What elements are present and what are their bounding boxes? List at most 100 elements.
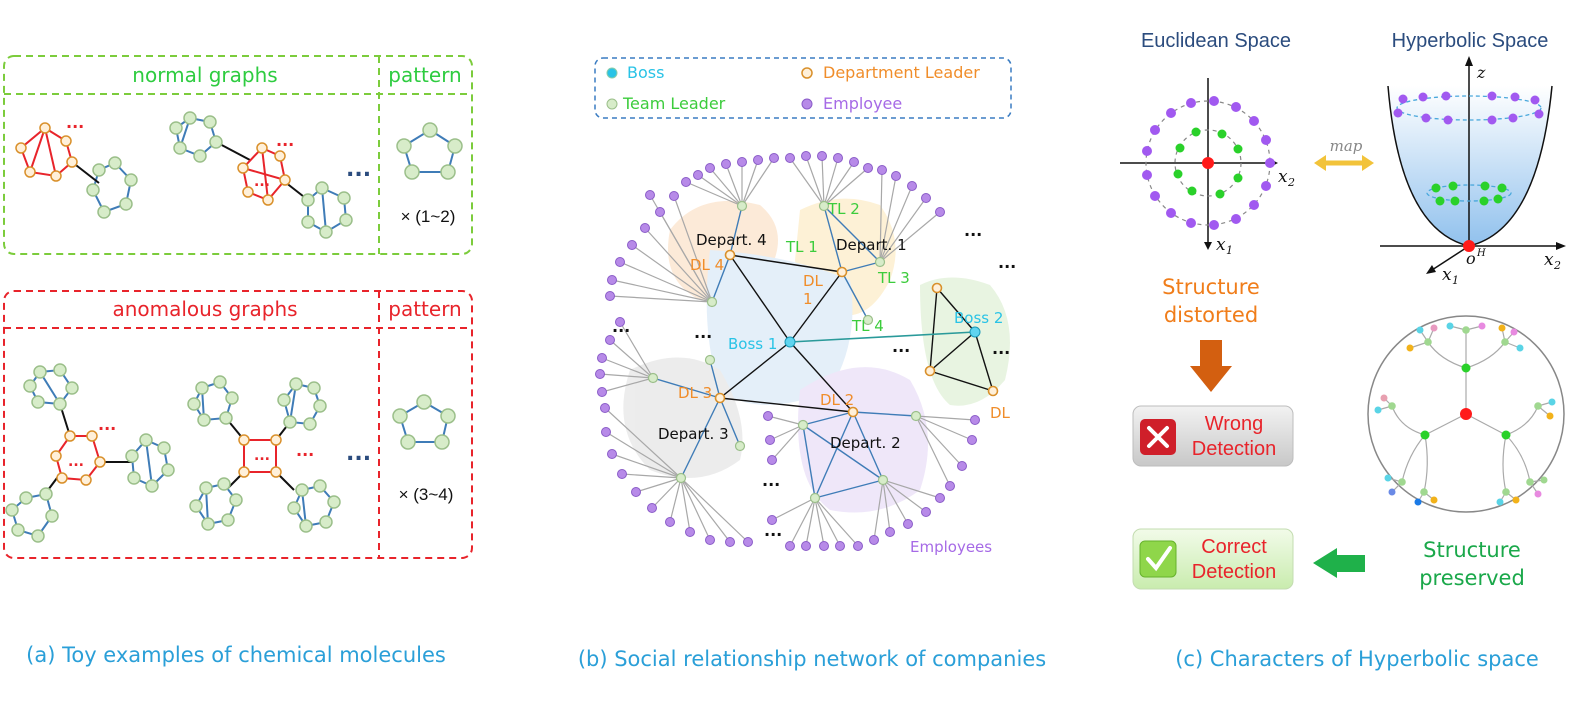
wrong-line-2: Detection [1192, 438, 1277, 460]
wrong-line-1: Wrong [1205, 413, 1264, 435]
hyperbolic-title: Hyperbolic Space [1392, 30, 1549, 52]
anomalous-graphs-header: anomalous graphs [112, 297, 297, 321]
euclidean-plot: x 2 x 1 [1120, 78, 1295, 257]
label-tl2: TL 2 [827, 200, 860, 218]
correct-line-2: Detection [1192, 561, 1277, 583]
correct-detection-badge: Correct Detection [1132, 528, 1294, 590]
anomalous-pattern-count: × (3~4) [399, 485, 454, 504]
anomalous-molecule-1: ... ... [5, 363, 175, 543]
map-label: map [1330, 137, 1363, 155]
ellipsis: ... [346, 157, 371, 182]
anomalous-pattern-header: pattern [388, 297, 462, 321]
close-icon [1147, 426, 1169, 448]
label-employees: Employees [910, 538, 992, 556]
team-leader-nodes [647, 200, 922, 504]
label-depart2: Depart. 2 [830, 434, 901, 452]
panel-b: Boss Department Leader Team Leader Emplo… [578, 57, 1046, 671]
employee-nodes [595, 151, 980, 551]
ellipsis: ... [992, 339, 1010, 358]
boss-nodes [784, 326, 981, 348]
map-arrow: map [1314, 137, 1374, 171]
label-tl4: TL 4 [851, 317, 884, 335]
anomalous-graphs-box [3, 290, 473, 559]
ellipsis: ... [296, 441, 314, 460]
ellipsis: ... [762, 471, 780, 490]
ellipsis: ... [346, 441, 371, 466]
label-dl4: DL 4 [690, 256, 724, 274]
label-dl2: DL 2 [820, 391, 854, 409]
network-labels: Boss 1 Boss 2 Depart. 4 Depart. 1 Depart… [658, 200, 1011, 556]
axis-subscript: 2 [1287, 176, 1295, 189]
structure-edges [719, 254, 994, 413]
origin-superscript: H [1476, 248, 1486, 259]
preserved-line-2: preserved [1419, 566, 1525, 590]
normal-pattern-header: pattern [388, 63, 462, 87]
normal-pattern-molecule [396, 122, 463, 180]
normal-molecule-2: ... ... [169, 111, 353, 239]
label-tl1: TL 1 [785, 238, 818, 256]
distorted-line-1: Structure [1162, 275, 1260, 299]
anomalous-pattern-molecule [392, 394, 456, 450]
correct-line-1: Correct [1201, 536, 1267, 558]
network-ellipses: ... ... ... ... ... ... ... ... [612, 221, 1016, 540]
legend-employee: Employee [823, 94, 902, 113]
label-depart3: Depart. 3 [658, 425, 729, 443]
normal-graphs-header: normal graphs [132, 63, 277, 87]
ellipsis: ... [276, 131, 294, 150]
ellipsis: ... [254, 448, 270, 464]
axis-z-label: z [1476, 63, 1486, 82]
ellipsis: ... [964, 221, 982, 240]
label-depart1: Depart. 1 [836, 236, 907, 254]
label-boss1: Boss 1 [728, 335, 777, 353]
ellipsis: ... [66, 113, 84, 132]
anomalous-molecule-2: ... ... [187, 375, 341, 533]
axis-subscript: 2 [1553, 259, 1561, 272]
ellipsis: ... [98, 415, 116, 434]
poincare-disc [1367, 315, 1565, 513]
left-arrow [1313, 548, 1365, 578]
ellipsis: ... [68, 454, 84, 470]
preserved-line-1: Structure [1423, 538, 1521, 562]
panel-c: Euclidean Space Hyperbolic Space x [1120, 30, 1566, 671]
ellipsis: ... [254, 174, 270, 190]
wrong-detection-badge: Wrong Detection [1132, 405, 1294, 467]
label-tl3: TL 3 [877, 269, 910, 287]
label-depart4: Depart. 4 [696, 231, 767, 249]
axis-x1-label: x [1442, 265, 1452, 285]
caption-a: (a) Toy examples of chemical molecules [26, 643, 446, 667]
euclidean-title: Euclidean Space [1141, 30, 1291, 52]
label-boss2: Boss 2 [954, 309, 1003, 327]
axis-x1-label: x [1216, 235, 1226, 255]
origin-label: o [1466, 249, 1476, 268]
caption-c: (c) Characters of Hyperbolic space [1175, 647, 1539, 671]
axis-subscript: 1 [1226, 244, 1233, 257]
normal-molecule-1: ... [15, 113, 138, 219]
check-icon [1146, 546, 1172, 572]
caption-b: (b) Social relationship network of compa… [578, 647, 1046, 671]
axis-x2-label: x [1544, 250, 1554, 270]
department-leader-nodes [714, 249, 999, 418]
axis-x2-label: x [1278, 167, 1288, 187]
ellipsis: ... [764, 521, 782, 540]
boss-link-edge [789, 331, 976, 343]
distorted-line-2: distorted [1164, 303, 1258, 327]
legend-department-leader: Department Leader [823, 63, 980, 82]
label-dl1-a: DL [803, 272, 824, 290]
employee-edges [599, 155, 976, 547]
hyperbolic-plot: z o H x 2 x 1 [1380, 56, 1566, 287]
label-dl: DL [990, 404, 1011, 422]
legend: Boss Department Leader Team Leader Emplo… [594, 57, 1012, 119]
down-arrow [1190, 340, 1232, 392]
label-dl1-b: 1 [803, 290, 813, 308]
ellipsis: ... [892, 337, 910, 356]
ellipsis: ... [612, 317, 630, 336]
panel-a: normal graphs pattern anomalous graphs p… [3, 55, 473, 667]
ellipsis: ... [694, 323, 712, 342]
axis-subscript: 1 [1452, 274, 1459, 287]
label-dl3: DL 3 [678, 384, 712, 402]
normal-pattern-count: × (1~2) [401, 207, 456, 226]
ellipsis: ... [998, 253, 1016, 272]
legend-boss: Boss [627, 63, 664, 82]
leader-edges [652, 205, 917, 499]
